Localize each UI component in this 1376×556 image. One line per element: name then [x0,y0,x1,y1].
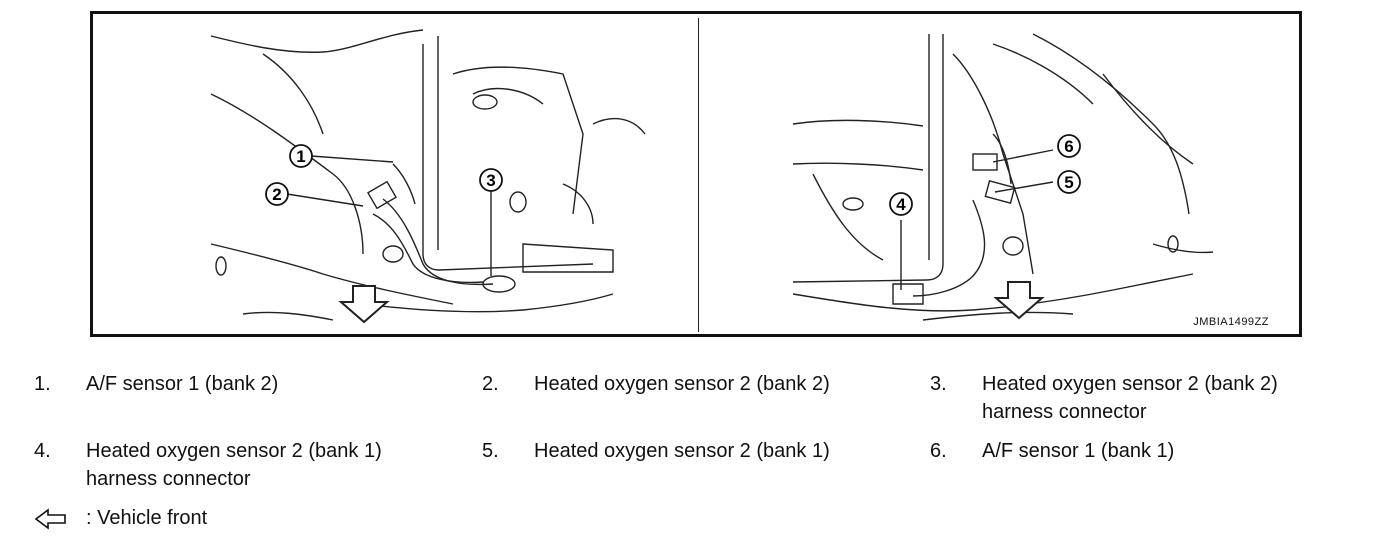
legend-text: A/F sensor 1 (bank 1) [982,440,1175,462]
callout-5: 5 [1057,170,1081,194]
callout-1: 1 [289,144,313,168]
engine-underside-drawing: 1 2 3 4 5 6 [210,29,1214,324]
callout-4: 4 [889,192,913,216]
svg-text:3: 3 [486,171,495,190]
callout-2: 2 [265,182,289,206]
svg-text:6: 6 [1064,137,1073,156]
diagram-frame: 1 2 3 4 5 6 JMBIA1499ZZ [90,11,1302,337]
legend-text: Heated oxygen sensor 2 (bank 2) harness … [982,373,1278,423]
svg-text:1: 1 [296,147,305,166]
legend-text: Heated oxygen sensor 2 (bank 1) [534,440,830,462]
legend-number: 1. [34,373,51,395]
legend-text: Heated oxygen sensor 2 (bank 1) harness … [86,440,382,490]
legend-number: 5. [482,440,499,462]
svg-text:4: 4 [896,195,906,214]
legend-number: 4. [34,440,51,462]
legend-number: 6. [930,440,947,462]
panel-divider [698,18,699,332]
legend-number: 2. [482,373,499,395]
vehicle-front-label: : Vehicle front [86,507,208,529]
callout-6: 6 [1057,134,1081,158]
callouts: 1 2 3 4 5 6 [265,134,1081,216]
legend-text: A/F sensor 1 (bank 2) [86,373,279,395]
callout-3: 3 [479,168,503,192]
figure-code: JMBIA1499ZZ [1193,316,1269,328]
arrow-left-outline-icon [34,508,66,530]
svg-text:2: 2 [272,185,281,204]
legend-number: 3. [930,373,947,395]
svg-text:5: 5 [1064,173,1073,192]
legend-text: Heated oxygen sensor 2 (bank 2) [534,373,830,395]
